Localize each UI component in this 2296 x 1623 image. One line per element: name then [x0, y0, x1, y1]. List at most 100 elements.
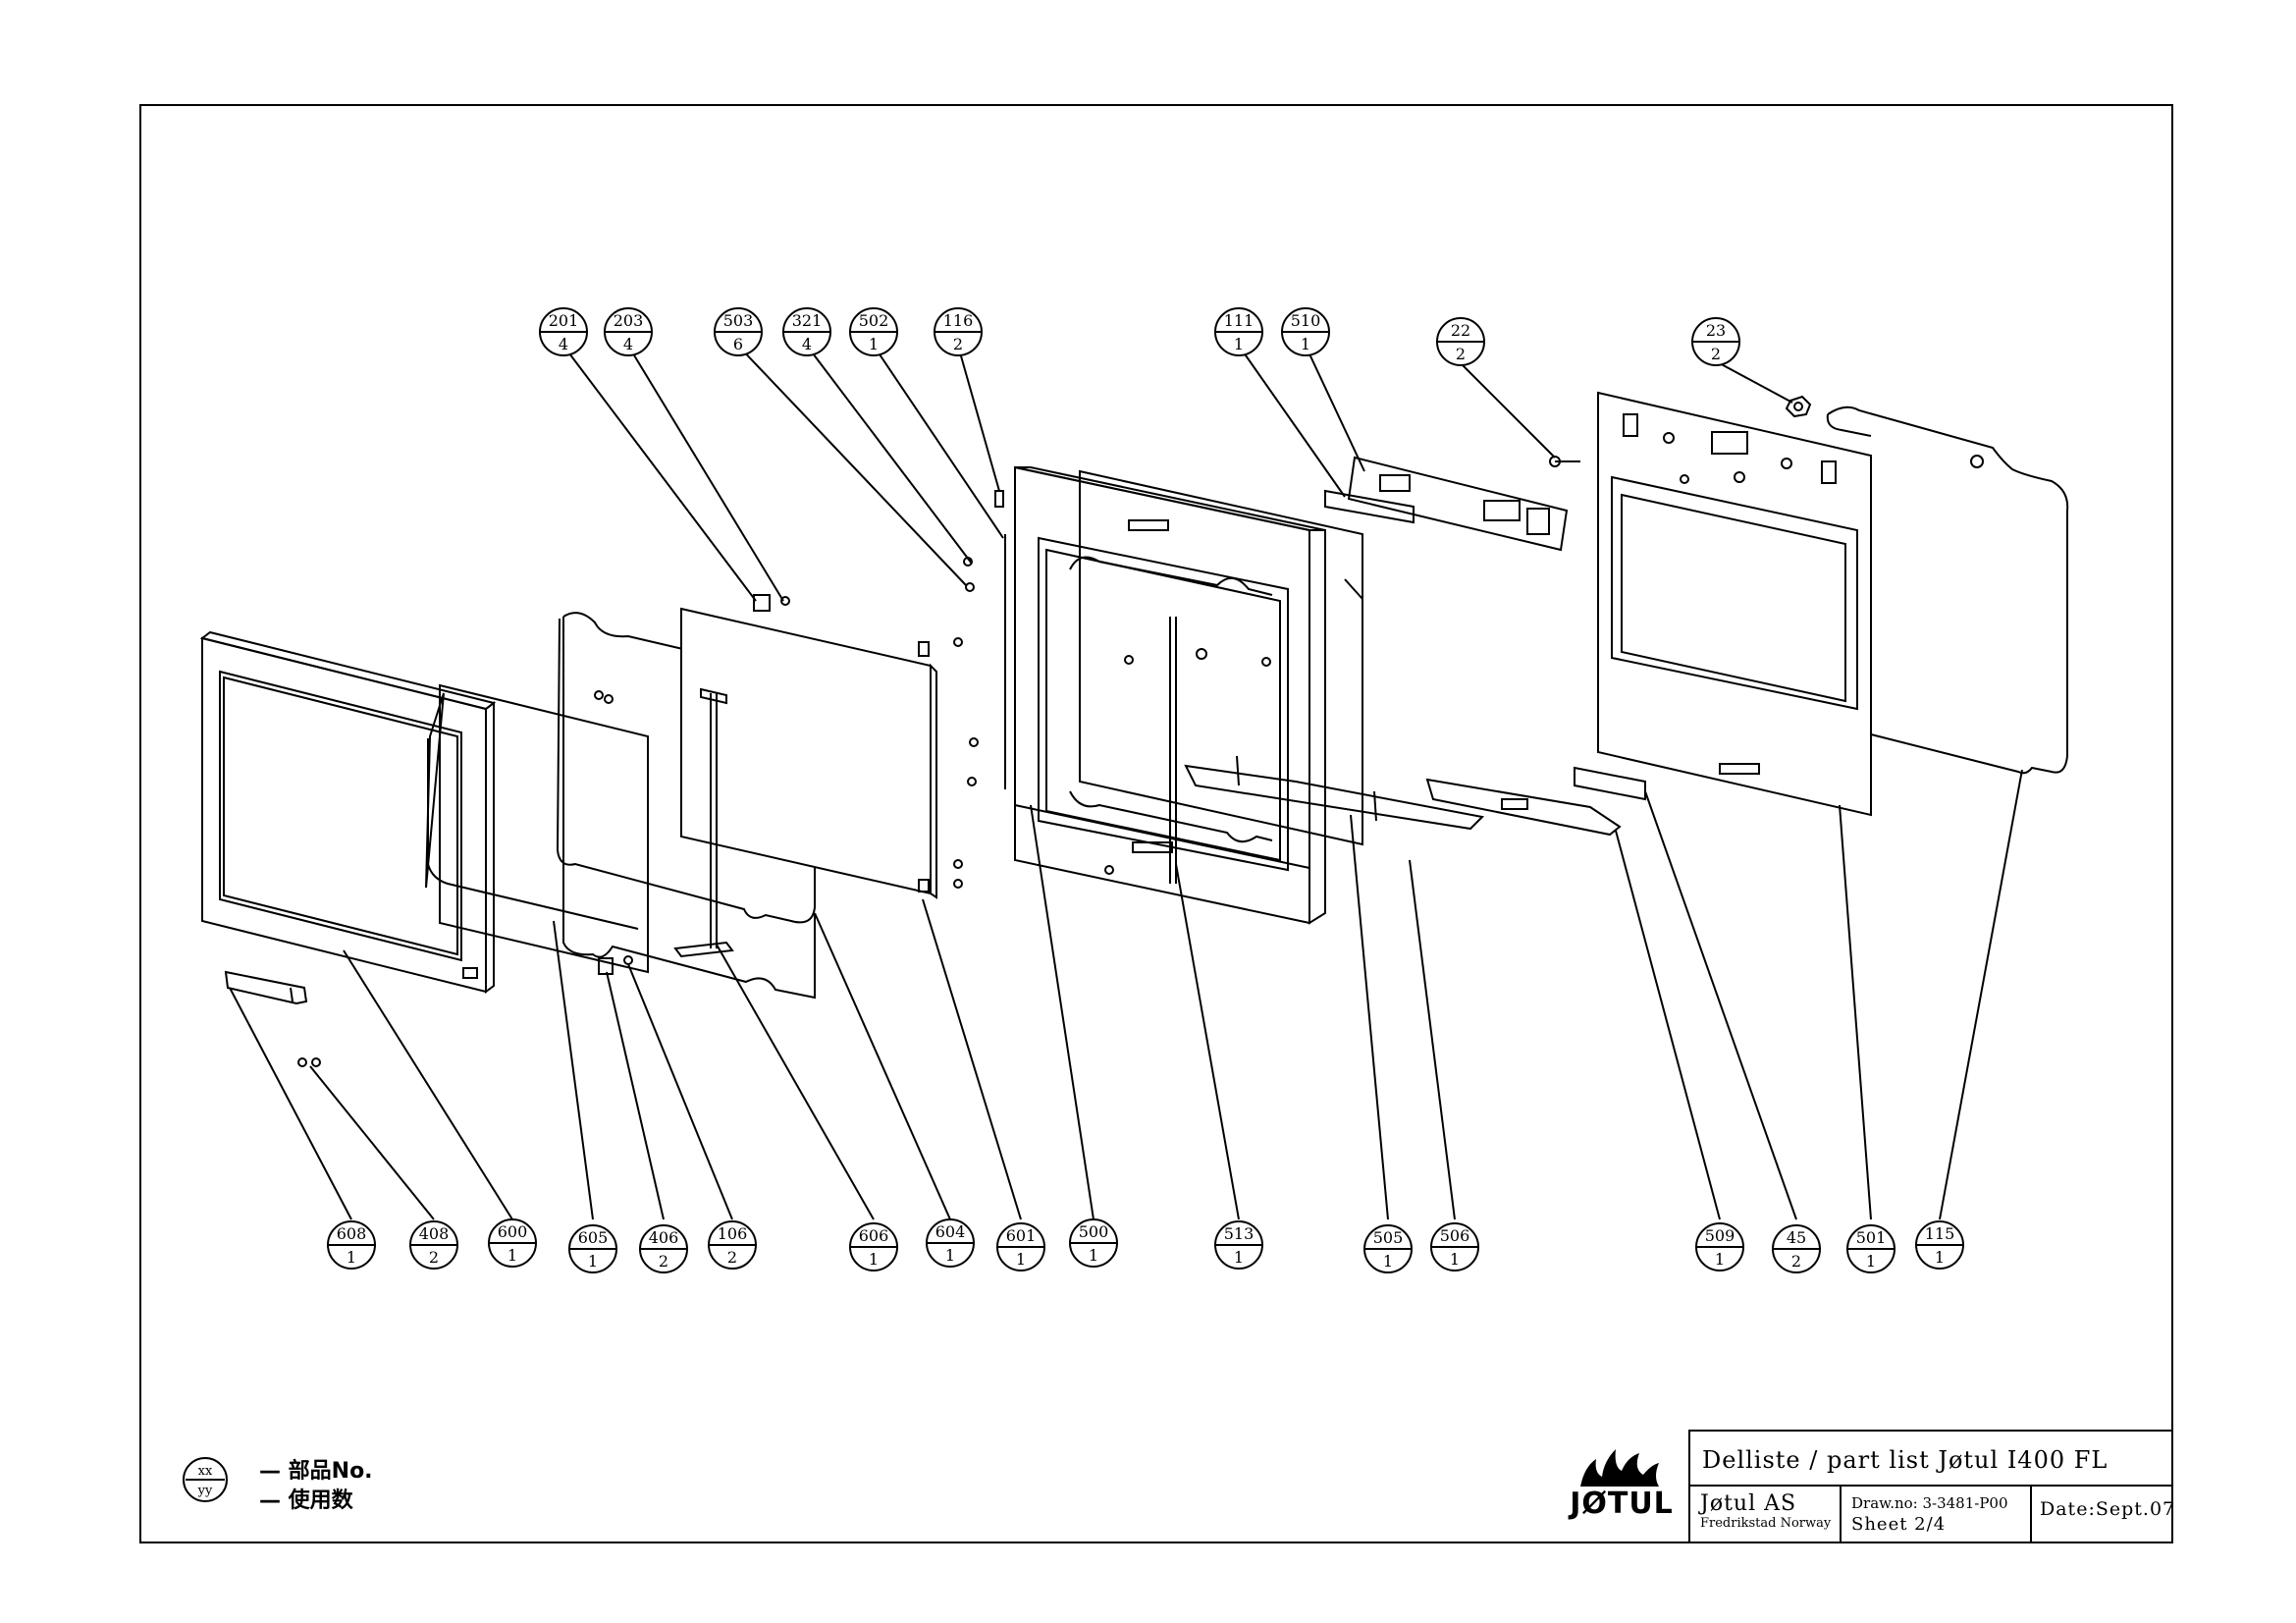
balloon-part-number: 111	[1224, 311, 1255, 330]
part-605-inner-frame	[425, 683, 649, 974]
balloon-quantity: 1	[869, 1250, 879, 1269]
balloon-part-number: 501	[1856, 1228, 1887, 1247]
balloon-quantity: 1	[1089, 1246, 1098, 1265]
balloon-part-number: 606	[859, 1226, 889, 1245]
part-23-nut	[1785, 395, 1812, 418]
balloon-part-number: 321	[792, 311, 823, 330]
balloon-part-number: 45	[1787, 1228, 1806, 1247]
balloon-quantity: 1	[347, 1248, 356, 1267]
balloon-part-number: 510	[1291, 311, 1321, 330]
drawing-frame	[139, 104, 2173, 1543]
flame-logo-icon	[1580, 1449, 1659, 1487]
part-513-rod	[1169, 617, 1177, 884]
balloon-quantity: 1	[1016, 1250, 1026, 1269]
drawing-number-cell: Draw.no: 3-3481-P00 Sheet 2/4	[1842, 1487, 2032, 1543]
balloon-quantity: 1	[1450, 1250, 1460, 1269]
balloon-part-number: 506	[1440, 1226, 1470, 1245]
part-509-bracket	[1425, 778, 1622, 837]
balloon-quantity: 6	[733, 335, 743, 353]
balloon-part-number: 503	[723, 311, 754, 330]
part-201-plate	[753, 594, 790, 612]
balloon-quantity: 1	[1866, 1252, 1876, 1271]
part-510-bracket	[1324, 456, 1569, 552]
balloon-quantity: 1	[1234, 1248, 1244, 1267]
balloon-quantity: 1	[1715, 1250, 1725, 1269]
balloon-quantity: 4	[559, 335, 568, 353]
balloon-45: 452	[1772, 1224, 1821, 1273]
balloon-part-number: 116	[943, 311, 974, 330]
part-503-screws	[953, 557, 979, 889]
drawing-date: Date:Sept.07	[2040, 1498, 2176, 1520]
balloon-part-number: 406	[649, 1228, 679, 1247]
leader-lines	[229, 345, 2023, 1220]
balloon-part-number: 201	[549, 311, 579, 330]
balloon-quantity: 2	[1791, 1252, 1801, 1271]
drawing-title: Delliste / part list Jøtul I400 FL	[1690, 1432, 2173, 1487]
balloon-quantity: 2	[1711, 345, 1721, 363]
company-location: Fredrikstad Norway	[1700, 1516, 1832, 1531]
balloon-quantity: 4	[802, 335, 812, 353]
part-106-bracket	[673, 687, 734, 958]
company-name: Jøtul AS	[1700, 1491, 1797, 1516]
part-606-glass	[680, 607, 937, 899]
balloon-legend: xx yy — 部品No. — 使用数	[181, 1449, 377, 1518]
balloon-quantity: 1	[1383, 1252, 1393, 1271]
balloon-quantity: 2	[659, 1252, 668, 1271]
balloon-quantity: 2	[1456, 345, 1466, 363]
balloon-part-number: 115	[1925, 1224, 1955, 1243]
balloon-part-number: 608	[337, 1224, 367, 1243]
title-block: Delliste / part list Jøtul I400 FL Jøtul…	[1688, 1430, 2176, 1543]
balloon-quantity: 1	[945, 1246, 955, 1265]
drawing-number: Draw.no: 3-3481-P00	[1851, 1494, 2008, 1512]
balloon-quantity: 2	[429, 1248, 439, 1267]
balloon-quantity: 2	[953, 335, 963, 353]
balloon-part-number: 601	[1006, 1226, 1037, 1245]
balloon-part-number: 600	[498, 1222, 528, 1241]
legend-balloon-icon: xx yy	[183, 1457, 228, 1502]
balloon-part-number: 605	[578, 1228, 609, 1247]
balloon-quantity: 1	[1935, 1248, 1945, 1267]
balloon-quantity: 1	[588, 1252, 598, 1271]
part-501-back-plate	[1597, 391, 1872, 817]
balloon-part-number: 500	[1079, 1222, 1109, 1241]
balloon-quantity: 4	[623, 335, 633, 353]
brand-logo: JØTUL	[1570, 1487, 1674, 1521]
balloons-bottom: 6081408260016051406210626061604160115001…	[327, 1218, 1964, 1273]
part-505-side	[1184, 755, 1485, 831]
part-601-gasket-frame	[1079, 469, 1363, 846]
balloon-22: 222	[1436, 317, 1485, 366]
legend-part-label: — 部品No.	[259, 1459, 373, 1484]
part-406-clips	[594, 690, 633, 975]
legend-bottom-symbol: yy	[197, 1484, 213, 1498]
sheet-number: Sheet 2/4	[1851, 1514, 1947, 1535]
balloon-part-number: 23	[1706, 321, 1726, 340]
part-604-gasket	[556, 612, 819, 1000]
part-608-handle	[224, 970, 308, 1005]
part-502-bar	[994, 490, 1016, 791]
balloon-quantity: 1	[1234, 335, 1244, 353]
balloon-quantity: 1	[1301, 335, 1310, 353]
